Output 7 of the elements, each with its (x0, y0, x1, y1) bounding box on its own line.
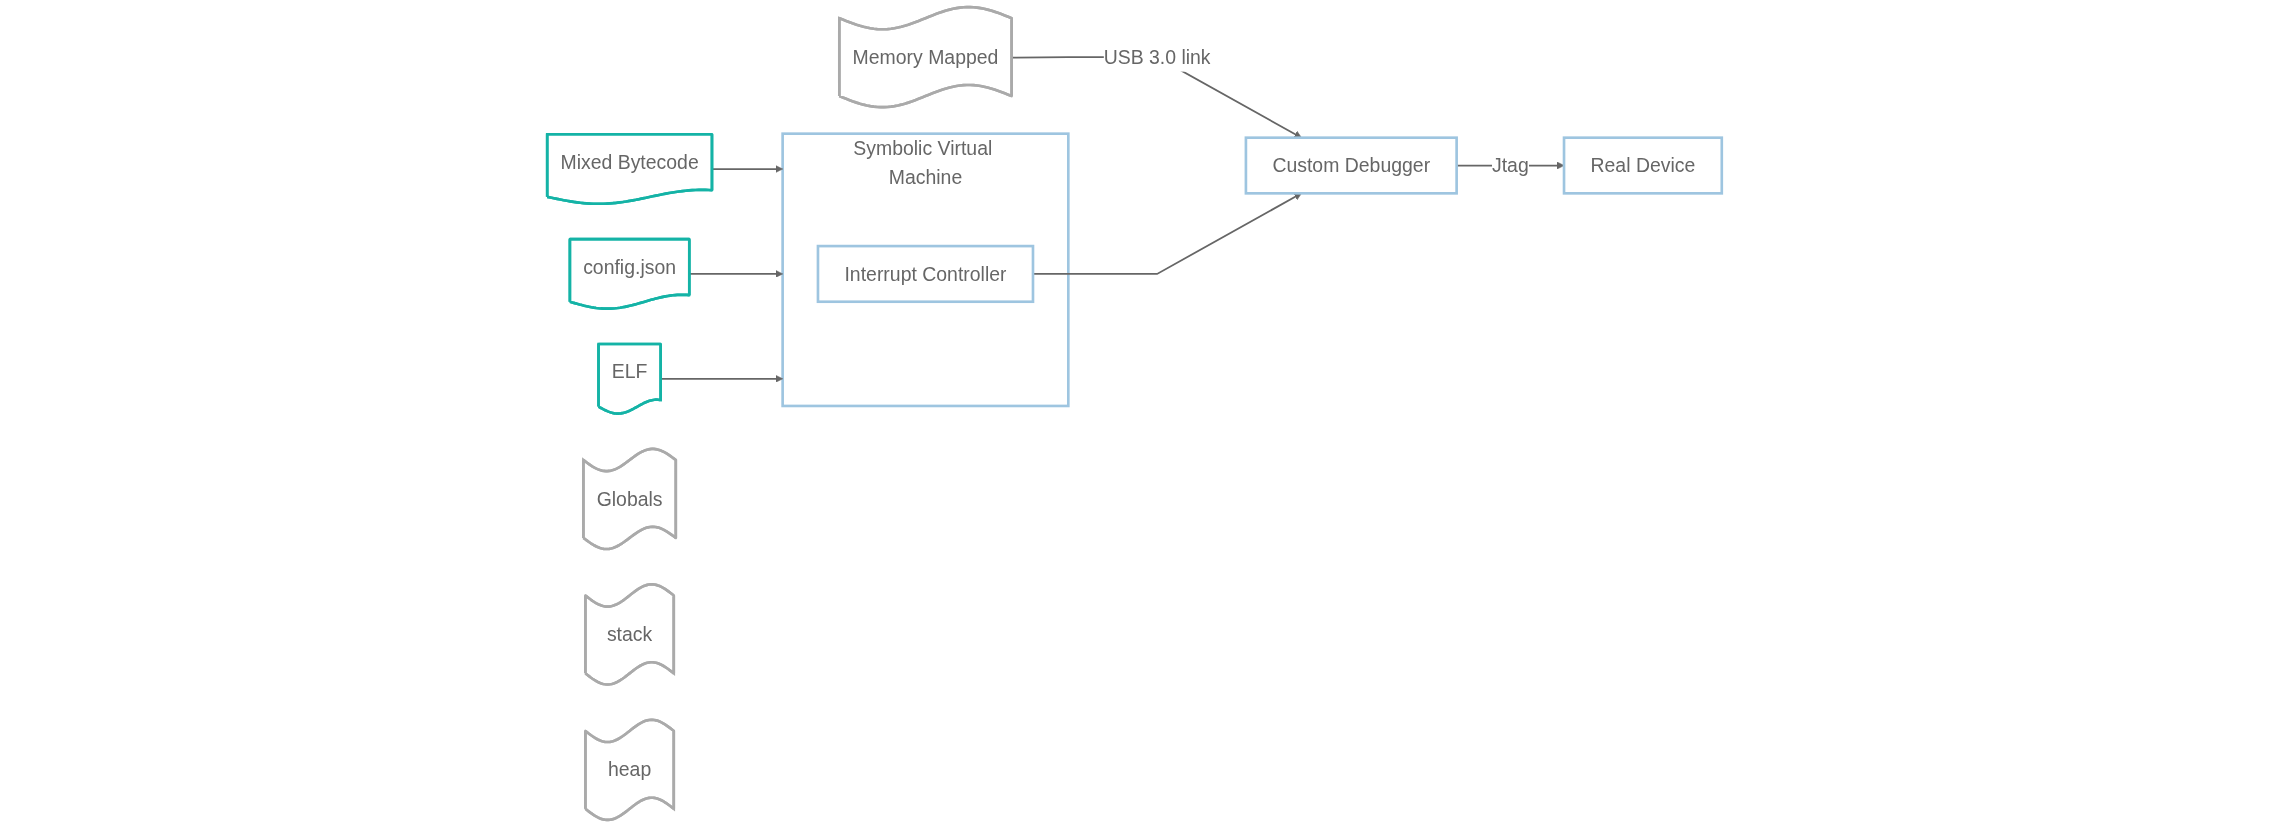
edge-label: Jtag (1491, 154, 1529, 177)
node-box: Real Device (1562, 136, 1724, 195)
edge-label: USB 3.0 link (1103, 46, 1211, 69)
arrow (711, 165, 783, 173)
arrow (1032, 193, 1302, 275)
node-box: Custom Debugger (1244, 136, 1458, 195)
node-box: Interrupt Controller (816, 244, 1035, 304)
